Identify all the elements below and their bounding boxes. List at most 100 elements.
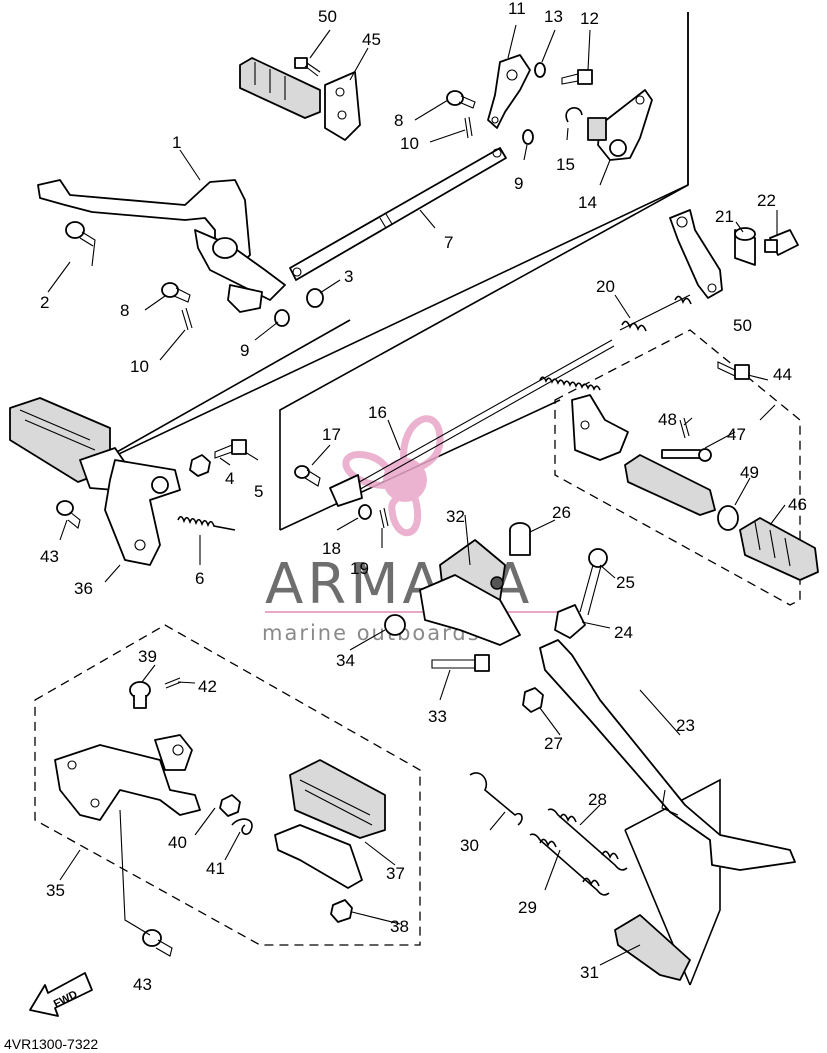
callout-13: 13	[544, 7, 563, 26]
part-9-washer-left	[274, 309, 290, 327]
callout-48: 48	[658, 410, 677, 429]
part-34-washer	[384, 614, 406, 636]
callout-11: 11	[508, 0, 526, 18]
group-outline-lines	[34, 12, 801, 986]
callout-21: 21	[715, 207, 734, 226]
part-19-cotter	[379, 507, 389, 529]
part-24-nut	[554, 604, 586, 639]
part-23-sidestand	[539, 639, 796, 871]
callout-47: 47	[727, 425, 746, 444]
callout-2: 2	[40, 293, 49, 312]
callout-35: 35	[46, 881, 65, 900]
callout-50-top: 50	[318, 7, 337, 26]
callout-20: 20	[596, 277, 615, 296]
callout-43-upper: 43	[40, 547, 59, 566]
part-35-footrest-bracket	[54, 734, 201, 821]
callout-7: 7	[444, 233, 453, 252]
callout-31: 31	[580, 963, 599, 982]
part-47-pin	[661, 448, 712, 462]
part-30-spring	[469, 772, 523, 826]
part-10-cotter-left	[181, 307, 193, 331]
callout-8-left: 8	[120, 301, 129, 320]
part-6-spring	[177, 515, 236, 531]
part-44-footrest-rear	[571, 394, 716, 516]
callout-9-left: 9	[240, 341, 249, 360]
callout-26: 26	[552, 503, 571, 522]
callout-9-right: 9	[514, 174, 523, 193]
callout-10-left: 10	[130, 357, 149, 376]
part-42-cotter	[164, 677, 182, 689]
callout-28: 28	[588, 790, 607, 809]
part-45-footrest	[239, 57, 361, 141]
callout-25: 25	[616, 573, 635, 592]
part-17-pin	[294, 465, 321, 487]
drawing-code: 4VR1300-7322	[4, 1036, 98, 1052]
callout-40: 40	[168, 833, 187, 852]
callout-1: 1	[172, 133, 181, 152]
callout-22: 22	[757, 191, 776, 210]
part-43-bolt-upper	[56, 500, 81, 529]
callout-34: 34	[336, 651, 355, 670]
callout-12: 12	[580, 9, 599, 28]
callout-6: 6	[195, 569, 204, 588]
leader-lines	[47, 24, 786, 966]
fwd-arrow-icon: FWD	[29, 972, 93, 1017]
callout-29: 29	[518, 898, 537, 917]
part-9-washer-right	[522, 129, 534, 145]
callout-3: 3	[344, 267, 353, 286]
part-40-washer	[219, 794, 241, 817]
part-brake-arm	[669, 209, 723, 299]
callout-49: 49	[740, 463, 759, 482]
part-12-bolt	[561, 69, 593, 85]
callout-41: 41	[206, 859, 225, 878]
part-13-washer	[534, 62, 546, 78]
callout-10-right: 10	[400, 134, 419, 153]
callout-27: 27	[544, 734, 563, 753]
part-41-spring	[231, 818, 253, 835]
part-46-grip	[739, 517, 819, 581]
part-8-pin-left	[161, 282, 191, 303]
callout-4: 4	[225, 469, 234, 488]
callout-labels: 50 45 11 13 12 8 10 9 15 14 1 7 21 22 2 …	[40, 0, 807, 994]
callout-46: 46	[788, 495, 807, 514]
callout-23: 23	[676, 716, 695, 735]
callout-8-right: 8	[394, 111, 403, 130]
part-48-cotter	[679, 417, 690, 439]
part-3-washer	[306, 288, 324, 308]
part-4-nut	[189, 454, 211, 477]
callout-37: 37	[386, 864, 405, 883]
part-25-bolt	[579, 548, 608, 616]
part-39-pin	[129, 681, 151, 709]
callout-33: 33	[428, 707, 447, 726]
callout-45: 45	[362, 30, 381, 49]
part-10-cotter-right	[464, 116, 473, 139]
part-21-collar	[734, 227, 756, 266]
part-29-spring	[529, 833, 610, 896]
callout-5: 5	[254, 482, 263, 501]
part-37-footrest	[274, 759, 386, 889]
part-50-bolt-top	[294, 57, 321, 77]
callout-18: 18	[322, 539, 341, 558]
callout-44: 44	[773, 365, 792, 384]
callout-30: 30	[460, 836, 479, 855]
callout-36: 36	[74, 579, 93, 598]
part-22-nut	[764, 229, 799, 256]
callout-43-lower: 43	[133, 975, 152, 994]
part-7-shift-rod	[289, 147, 507, 281]
part-20-spring	[619, 294, 692, 332]
callout-32: 32	[446, 507, 465, 526]
callout-42: 42	[198, 677, 217, 696]
callout-15: 15	[556, 155, 575, 174]
part-49-washer	[717, 505, 739, 531]
callout-39: 39	[138, 647, 157, 666]
part-14-shift-lever	[587, 89, 653, 161]
part-5-bolt	[214, 439, 247, 459]
part-2-bolt	[65, 221, 96, 267]
part-11-shift-arm	[487, 54, 531, 129]
callout-19: 19	[350, 559, 369, 578]
part-31-rubber	[614, 914, 691, 981]
part-8-pin-right	[446, 90, 476, 109]
part-33-bolt	[431, 654, 490, 672]
callout-50-right: 50	[733, 316, 752, 335]
